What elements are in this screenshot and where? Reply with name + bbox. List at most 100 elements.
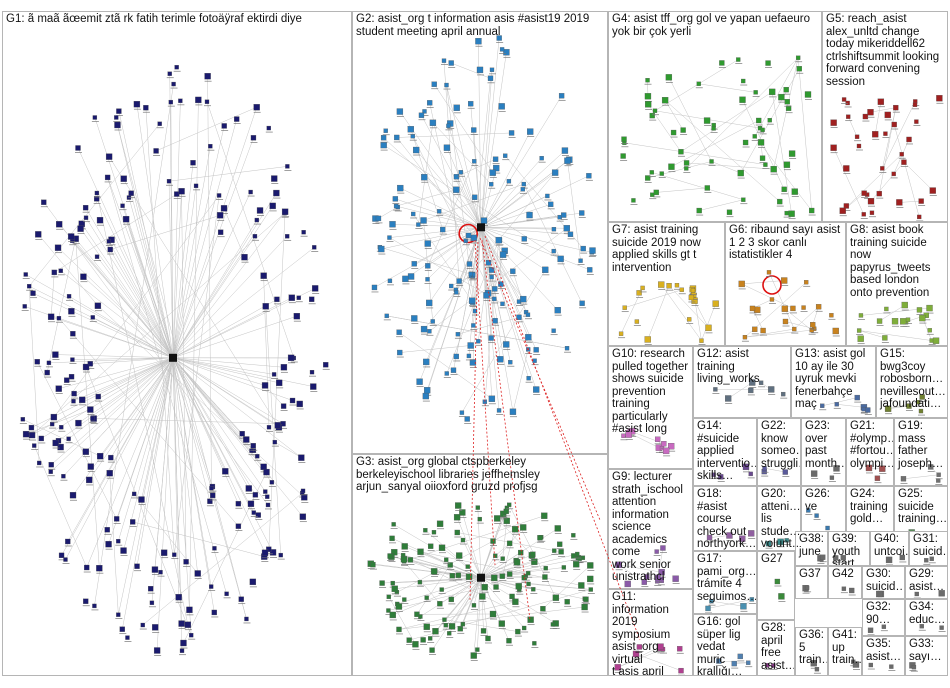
vertex: [645, 336, 651, 342]
edge: [701, 304, 715, 341]
edge: [173, 299, 277, 357]
vertex: [743, 335, 747, 339]
cluster-label: G29: asist…: [909, 568, 945, 593]
edge: [173, 236, 287, 357]
cluster-panel-g15: G15: bwg3coy robosborn… nevillesout… jaf…: [876, 346, 948, 418]
vertex: [430, 120, 436, 126]
vertex: [771, 166, 777, 172]
vertex: [454, 514, 460, 520]
cluster-panel-g16: G16: gol süper lig vedat muric krallığı…: [693, 614, 757, 676]
vertex: [510, 594, 515, 599]
vertex: [29, 425, 34, 430]
vertex: [397, 350, 402, 355]
vertex: [394, 204, 398, 208]
vertex: [840, 208, 846, 214]
edge: [396, 190, 456, 206]
vertex: [381, 135, 386, 140]
cluster-label: G23: over past month…: [805, 420, 843, 470]
vertex: [413, 147, 419, 153]
edge: [481, 38, 499, 227]
vertex: [65, 539, 70, 544]
vertex: [454, 354, 459, 359]
vertex: [533, 387, 539, 393]
vertex: [180, 649, 184, 653]
vertex: [168, 72, 172, 76]
vertex: [587, 576, 593, 582]
vertex: [541, 513, 547, 519]
vertex: [797, 66, 802, 71]
vertex: [167, 179, 171, 183]
vertex: [312, 285, 318, 291]
vertex: [471, 323, 475, 327]
vertex: [191, 160, 196, 165]
vertex: [114, 122, 120, 128]
edge: [669, 286, 708, 328]
vertex: [150, 601, 154, 605]
vertex: [497, 356, 503, 362]
vertex: [59, 269, 63, 273]
cluster-label: G37: [799, 568, 825, 581]
edge: [173, 138, 253, 358]
vertex: [645, 101, 651, 107]
vertex: [95, 255, 99, 259]
vertex: [114, 115, 118, 119]
vertex: [152, 624, 158, 630]
vertex: [561, 213, 566, 218]
vertex: [108, 247, 113, 252]
vertex: [589, 248, 595, 254]
vertex: [437, 209, 441, 213]
vertex: [783, 319, 788, 324]
vertex: [940, 626, 944, 630]
vertex: [754, 307, 760, 313]
vertex: [756, 118, 761, 123]
cluster-panel-g38: G38: june: [795, 531, 828, 566]
vertex: [933, 338, 939, 344]
edge: [173, 107, 257, 358]
vertex: [478, 517, 482, 521]
edge: [903, 475, 938, 479]
vertex: [465, 416, 470, 421]
vertex: [868, 628, 873, 633]
cluster-label: G13: asist gol 10 ay ile 30 uyruk mevki …: [795, 348, 873, 411]
edge: [418, 123, 433, 225]
vertex: [205, 73, 211, 79]
vertex: [454, 174, 459, 179]
cluster-label: G11: information 2019 symposium asist_or…: [612, 591, 690, 676]
vertex: [21, 417, 25, 421]
cluster-label: G3: asist_org global ctspberkeley berkel…: [356, 456, 605, 494]
vertex: [179, 621, 185, 627]
vertex: [475, 648, 479, 652]
vertex: [510, 269, 515, 274]
vertex: [557, 542, 562, 547]
vertex: [265, 495, 269, 499]
vertex: [32, 444, 36, 448]
cluster-label: G21: #olymp… #fortou… olympi…: [850, 420, 891, 470]
cluster-panel-g11: G11: information 2019 symposium asist_or…: [608, 589, 693, 676]
vertex: [267, 126, 271, 130]
vertex: [217, 212, 223, 218]
vertex: [205, 100, 209, 104]
vertex: [789, 211, 795, 217]
edge: [458, 317, 519, 334]
vertex: [892, 172, 896, 176]
vertex: [255, 454, 259, 458]
vertex: [889, 665, 893, 669]
vertex: [475, 38, 481, 44]
vertex: [419, 113, 424, 118]
vertex: [500, 47, 504, 51]
edge: [86, 358, 173, 452]
vertex: [713, 301, 719, 307]
vertex: [500, 302, 504, 306]
vertex: [489, 182, 493, 186]
vertex: [476, 339, 480, 343]
vertex: [234, 117, 239, 122]
cluster-label: G30: suicid…: [866, 568, 902, 593]
cluster-panel-g27: G27: [757, 551, 795, 620]
vertex: [300, 514, 306, 520]
vertex: [520, 296, 526, 302]
vertex: [760, 156, 765, 161]
edge: [173, 358, 179, 597]
vertex: [107, 239, 111, 243]
vertex: [449, 623, 455, 629]
vertex: [310, 370, 314, 374]
